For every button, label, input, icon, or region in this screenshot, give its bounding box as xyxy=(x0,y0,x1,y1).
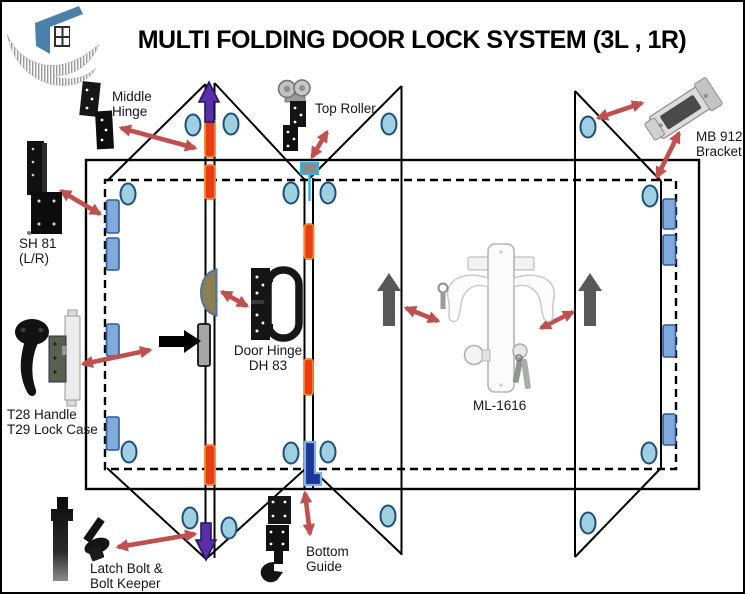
up-arrow-purple xyxy=(197,80,221,123)
logo-swoosh xyxy=(6,33,100,86)
arrow-mb912-b xyxy=(654,130,682,180)
label-bottom-guide: Bottom Guide xyxy=(306,544,349,574)
door-hinge-marker xyxy=(199,268,218,317)
bolt-keeper-image xyxy=(83,517,110,562)
door-hinge-dh83-image xyxy=(251,266,303,342)
arrow-mb912-a xyxy=(595,100,645,121)
fold-hinge-markers xyxy=(204,118,315,486)
top-roller-image xyxy=(277,79,311,151)
t29-lock-case-image xyxy=(48,309,81,407)
up-arrow-gray-right xyxy=(578,273,602,326)
lock-case-marker xyxy=(197,323,211,367)
sh81-image xyxy=(27,141,62,235)
right-arrow-black xyxy=(159,330,201,353)
ml1616-image xyxy=(437,243,556,393)
page-title: MULTI FOLDING DOOR LOCK SYSTEM (3L , 1R) xyxy=(137,26,687,54)
label-middle-hinge: Middle Hinge xyxy=(112,89,152,119)
middle-hinge-image xyxy=(79,81,114,150)
arrow-door-hinge xyxy=(219,289,250,309)
frame-inner-dashed xyxy=(103,178,678,471)
logo xyxy=(6,6,100,86)
frame-outer xyxy=(84,158,701,491)
door-frame xyxy=(84,158,701,491)
label-ml1616: ML-1616 xyxy=(473,398,527,413)
arrow-ml1616-right xyxy=(538,309,576,331)
logo-roof xyxy=(35,6,83,54)
arrow-middle-hinge xyxy=(118,124,198,152)
mb912-bracket-image xyxy=(644,77,723,141)
label-mb912-bracket: MB 912 Bracket xyxy=(696,129,743,159)
arrow-t28 xyxy=(80,345,153,369)
label-t28-handle-t29-lock-case: T28 Handle T29 Lock Case xyxy=(7,407,98,437)
top-roller-marker xyxy=(299,161,320,201)
label-door-hinge-dh83: Door Hinge DH 83 xyxy=(233,343,303,373)
bottom-guide-image xyxy=(260,496,291,583)
arrow-bottom-guide xyxy=(300,490,315,537)
bottom-guide-marker xyxy=(303,440,323,487)
arrow-ml1616-left xyxy=(403,305,441,324)
label-top-roller: Top Roller xyxy=(315,101,376,116)
arrow-sh81 xyxy=(58,189,103,216)
arrow-top-roller xyxy=(310,129,329,160)
up-arrow-gray-left xyxy=(377,273,401,326)
down-arrow-purple xyxy=(194,522,218,562)
arrow-latch-bolt xyxy=(115,529,198,552)
frame-hinge-markers xyxy=(105,198,677,451)
callout-arrows xyxy=(58,100,682,552)
t28-handle-image xyxy=(15,319,49,396)
roller-pivot-markers xyxy=(119,112,659,540)
label-sh81: SH 81 (L/R) xyxy=(19,236,57,266)
label-latch-bolt-keeper: Latch Bolt & Bolt Keeper xyxy=(90,561,163,591)
latch-bolt-image xyxy=(51,497,73,581)
